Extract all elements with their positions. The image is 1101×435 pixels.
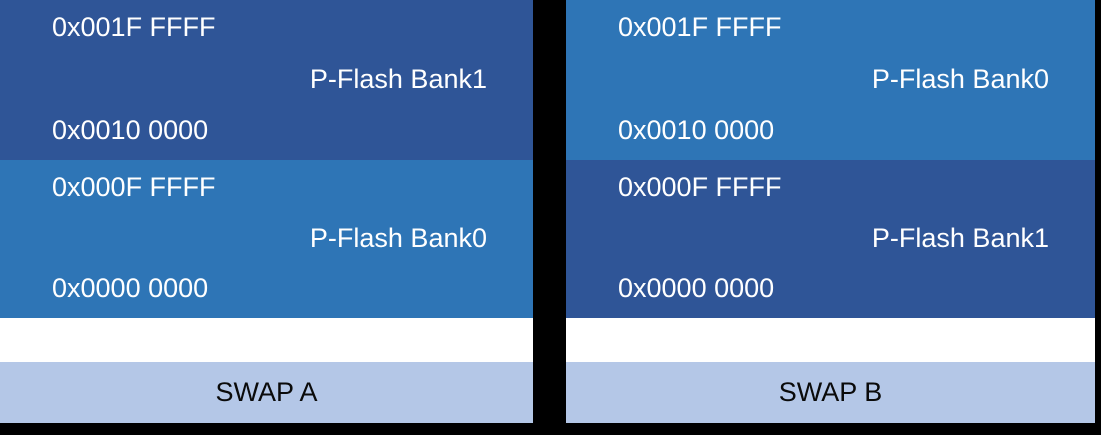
address-top-label: 0x000F FFFF — [52, 172, 216, 202]
spacer — [0, 318, 533, 362]
swap-a-footer: SWAP A — [0, 362, 533, 423]
address-bottom-label: 0x0000 0000 — [52, 273, 209, 304]
memory-block-bank0-swap-b: 0x001F FFFF P-Flash Bank0 0x0010 0000 — [566, 0, 1095, 160]
swap-b-footer: SWAP B — [566, 362, 1095, 423]
address-top-label: 0x001F FFFF — [618, 12, 782, 42]
memory-block-bank1-swap-b: 0x000F FFFF P-Flash Bank1 0x0000 0000 — [566, 160, 1095, 318]
swap-footer-label: SWAP A — [215, 377, 318, 407]
spacer — [566, 318, 1095, 362]
address-bottom-label: 0x0000 0000 — [618, 273, 775, 304]
swap-footer-label: SWAP B — [778, 377, 883, 407]
memory-block-bank1-swap-a: 0x001F FFFF P-Flash Bank1 0x0010 0000 — [0, 0, 533, 160]
address-top-label: 0x000F FFFF — [618, 172, 782, 202]
bank-name-label: P-Flash Bank0 — [871, 63, 1049, 94]
address-top-label: 0x001F FFFF — [52, 12, 216, 42]
swap-b-panel: 0x001F FFFF P-Flash Bank0 0x0010 0000 0x… — [566, 0, 1095, 423]
swap-a-panel: 0x001F FFFF P-Flash Bank1 0x0010 0000 0x… — [0, 0, 533, 423]
memory-block-bank0-swap-a: 0x000F FFFF P-Flash Bank0 0x0000 0000 — [0, 160, 533, 318]
address-bottom-label: 0x0010 0000 — [618, 115, 775, 146]
address-bottom-label: 0x0010 0000 — [52, 115, 209, 146]
bank-name-label: P-Flash Bank0 — [309, 222, 487, 253]
bank-name-label: P-Flash Bank1 — [871, 222, 1049, 253]
bank-name-label: P-Flash Bank1 — [309, 63, 487, 94]
